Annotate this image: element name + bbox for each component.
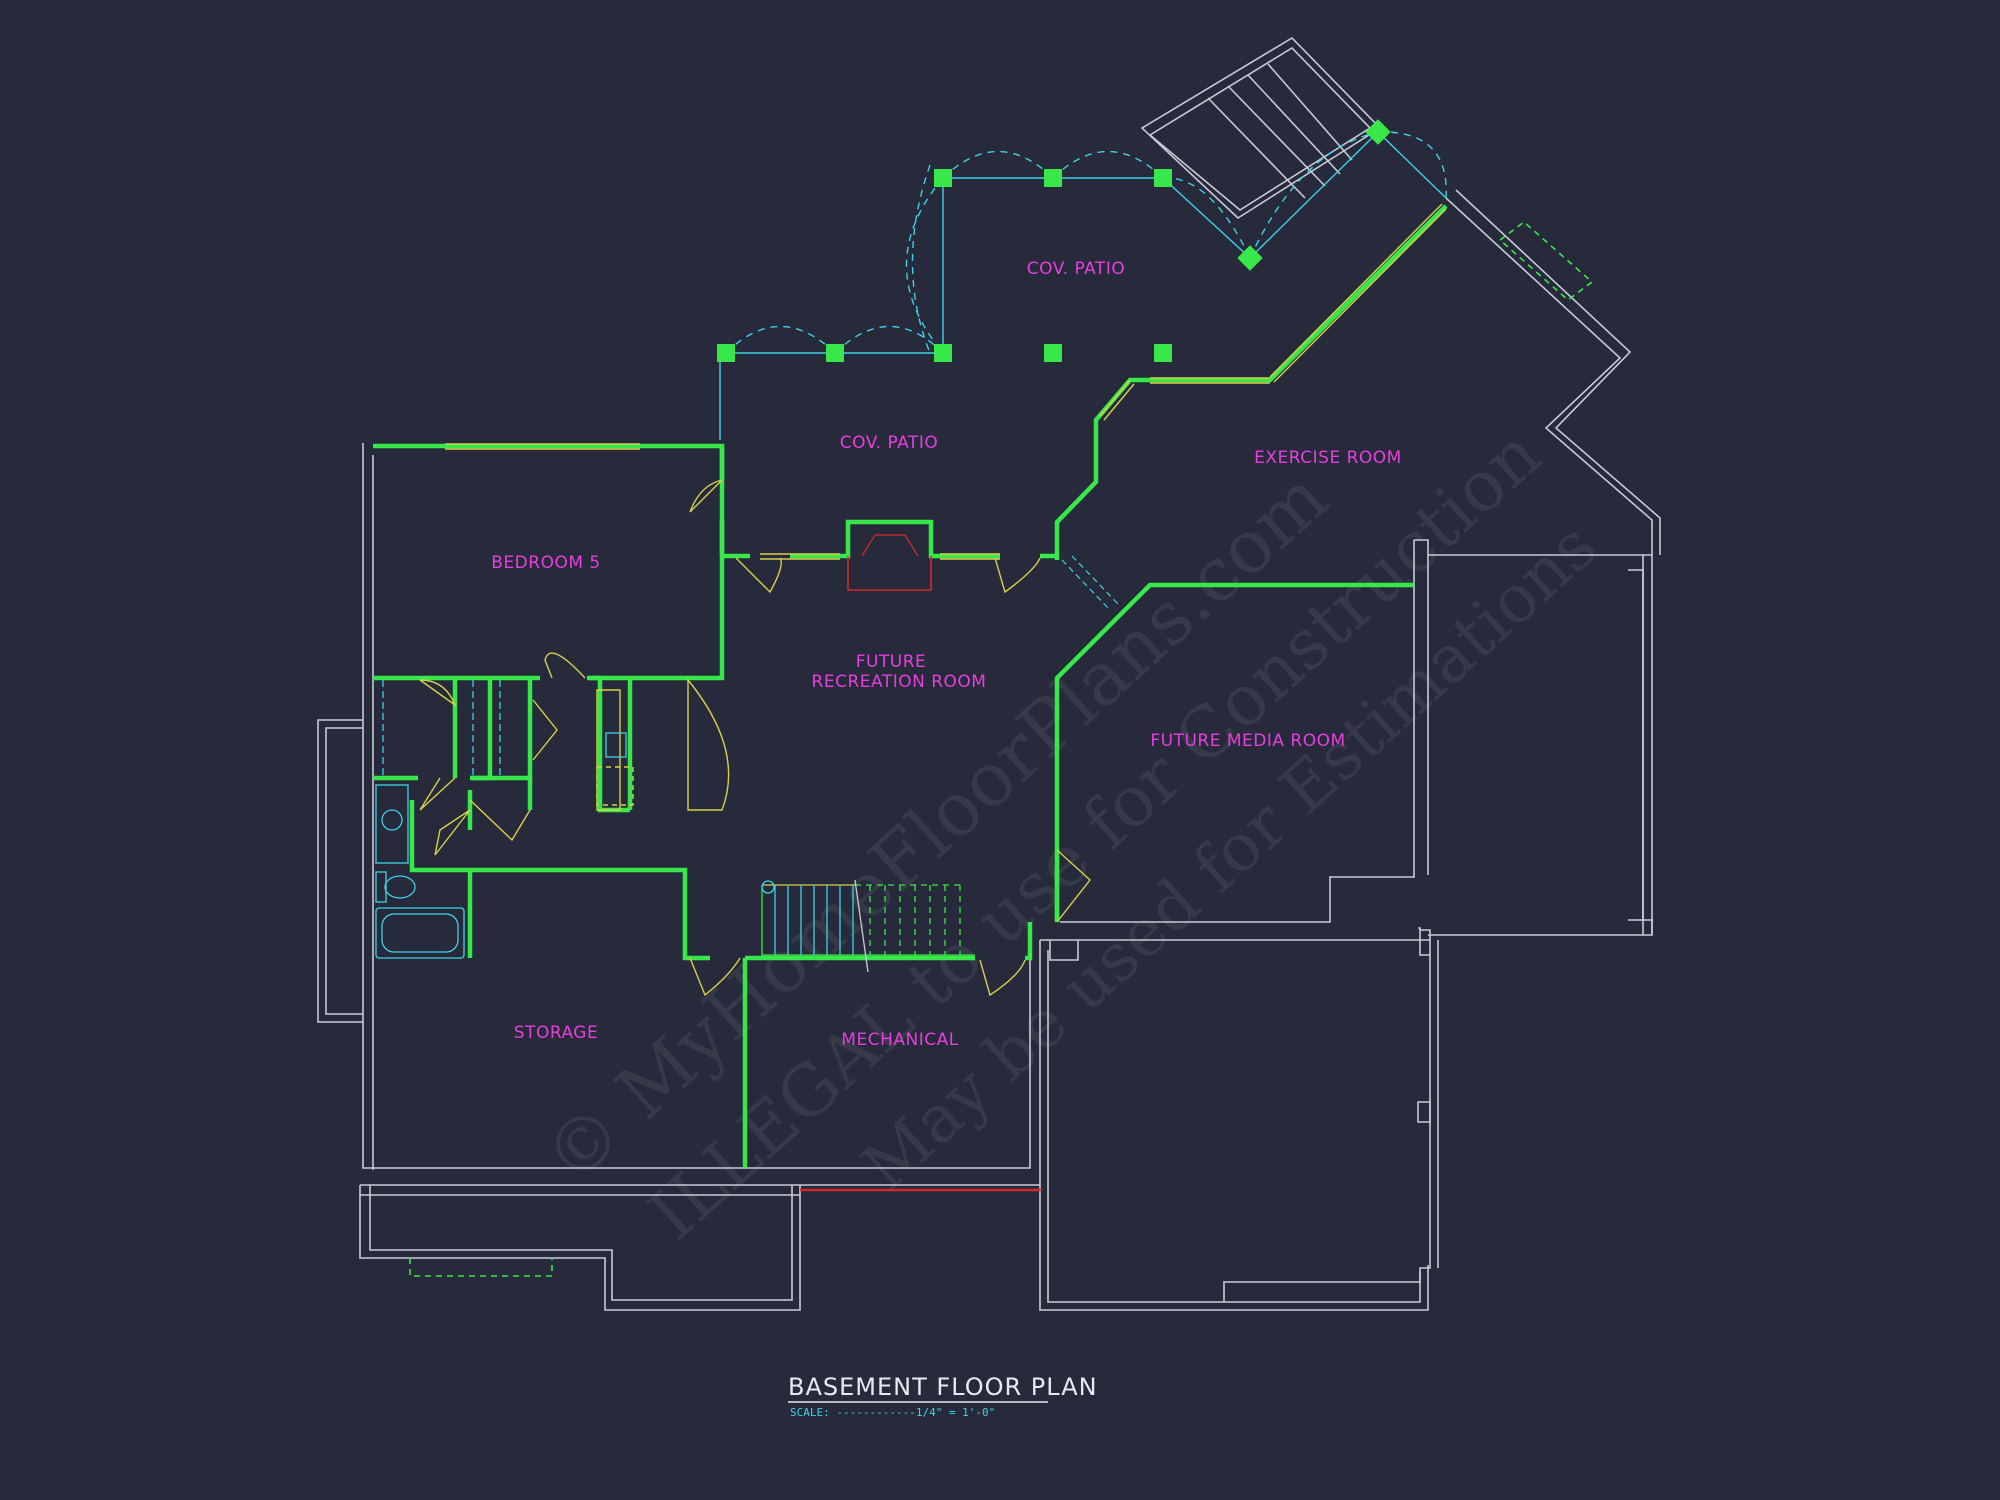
- label-future-recreation-line-2: RECREATION ROOM: [812, 672, 987, 692]
- title-block: BASEMENT FLOOR PLAN SCALE: ------------1…: [788, 1373, 1098, 1419]
- patio-column: [1154, 169, 1172, 187]
- patio-framing: [719, 131, 1447, 440]
- windows: [445, 203, 1447, 560]
- patio-column: [1044, 169, 1062, 187]
- vanity: [375, 784, 409, 864]
- basement-stairs: [761, 879, 975, 973]
- plan-scale: SCALE: ------------1/4" = 1'-0": [790, 1406, 995, 1419]
- patio-column: [1044, 344, 1062, 362]
- label-storage: STORAGE: [514, 1023, 598, 1043]
- room-labels: COV. PATIO COV. PATIO EXERCISE ROOM BEDR…: [491, 259, 1402, 1050]
- label-mechanical: MECHANICAL: [841, 1030, 958, 1050]
- bathtub: [375, 907, 465, 959]
- exercise-doorway: [1061, 555, 1121, 611]
- doors: [419, 479, 1091, 997]
- patio-column: [826, 344, 844, 362]
- label-cov-patio-lower: COV. PATIO: [840, 433, 938, 453]
- plan-title: BASEMENT FLOOR PLAN: [788, 1373, 1098, 1401]
- patio-column: [934, 344, 952, 362]
- label-future-recreation-line-1: FUTURE: [856, 652, 927, 672]
- label-future-media-room: FUTURE MEDIA ROOM: [1150, 731, 1345, 751]
- sink: [381, 809, 403, 831]
- watermark: © MyHomeFloorPlans.com ILLEGAL to use fo…: [528, 413, 1611, 1256]
- label-bedroom-5: BEDROOM 5: [491, 553, 600, 573]
- patio-column: [717, 344, 735, 362]
- fireplace: [847, 534, 932, 591]
- outer-outline: [317, 36, 1661, 1311]
- patio-columns: [717, 119, 1391, 362]
- label-cov-patio-upper: COV. PATIO: [1027, 259, 1125, 279]
- patio-column: [934, 169, 952, 187]
- label-exercise-room: EXERCISE ROOM: [1254, 448, 1402, 468]
- patio-column: [1154, 344, 1172, 362]
- wet-bar-sink: [605, 732, 627, 758]
- toilet: [384, 875, 416, 899]
- bath-fixtures: [375, 680, 627, 959]
- toilet-tank: [375, 871, 387, 903]
- interior-walls: [373, 204, 1448, 1168]
